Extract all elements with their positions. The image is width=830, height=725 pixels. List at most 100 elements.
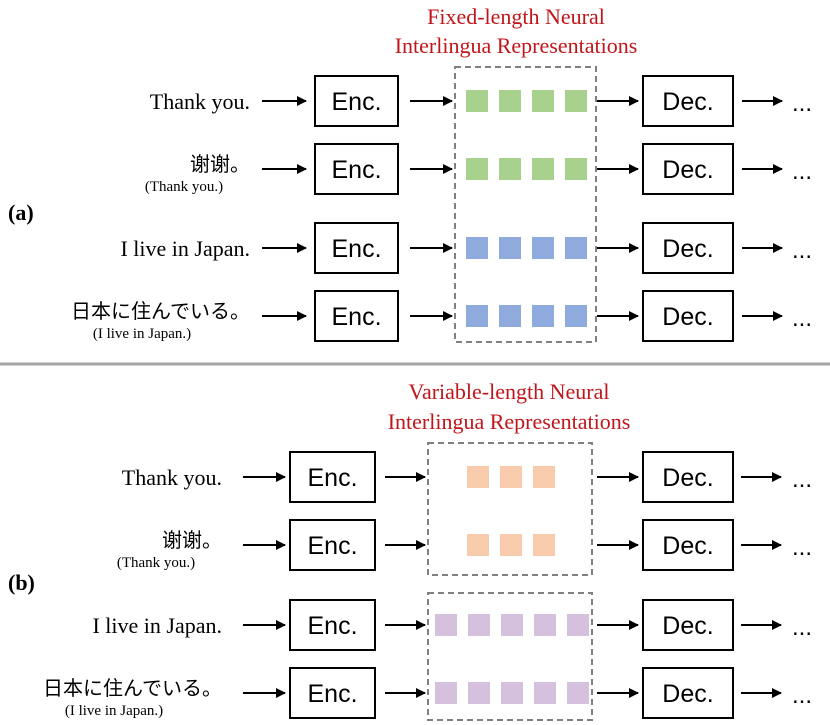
output-ellipsis: ... [792, 466, 812, 493]
encoder-label: Enc. [331, 88, 381, 116]
interlingua-unit [565, 305, 587, 327]
output-ellipsis: ... [792, 237, 812, 264]
interlingua-unit [532, 305, 554, 327]
panel-a-title-line2: Interlingua Representations [395, 33, 638, 58]
decoder-label: Dec. [662, 612, 713, 640]
decoder-label: Dec. [662, 235, 713, 263]
interlingua-unit [466, 90, 488, 112]
interlingua-unit [567, 614, 589, 636]
panel-a-interlingua-box [454, 66, 597, 343]
encoder-label: Enc. [307, 612, 357, 640]
panel-b-interlingua-box-long [427, 592, 593, 721]
encoder-label: Enc. [331, 156, 381, 184]
translation-note: (Thank you.) [117, 555, 195, 571]
decoder-label: Dec. [662, 303, 713, 331]
decoder-box [642, 451, 734, 503]
decoder-box [642, 143, 734, 195]
interlingua-unit [499, 158, 521, 180]
output-ellipsis: ... [792, 90, 812, 117]
panel-a-label: (a) [8, 200, 34, 225]
translation-note: (I live in Japan.) [93, 326, 191, 342]
interlingua-unit [501, 614, 523, 636]
interlingua-unit [501, 682, 523, 704]
encoder-box [289, 599, 376, 651]
interlingua-unit [532, 237, 554, 259]
encoder-label: Enc. [331, 235, 381, 263]
output-ellipsis: ... [792, 682, 812, 709]
input-sentence: Thank you. [122, 465, 222, 490]
pipeline-row: I live in Japan.Enc.Dec.... [92, 599, 812, 651]
interlingua-unit [565, 158, 587, 180]
encoder-box [289, 667, 376, 719]
input-sentence: I live in Japan. [120, 236, 250, 261]
panel-b: Variable-length Neural Interlingua Repre… [8, 379, 812, 721]
pipeline-row: 谢谢。 (Thank you.) Enc. Dec.... [117, 519, 812, 571]
translation-note: (I live in Japan.) [65, 703, 163, 719]
panel-a-rows: Thank you. Enc. Dec.... 谢谢。 (Thank you.) Enc.… [71, 75, 812, 342]
panel-a: Fixed-length Neural Interlingua Represen… [8, 4, 812, 343]
interlingua-unit [499, 237, 521, 259]
interlingua-unit [467, 534, 489, 556]
pipeline-row: 谢谢。 (Thank you.) Enc. Dec.... [145, 143, 812, 195]
panel-b-title-line2: Interlingua Representations [388, 409, 631, 434]
pipeline-row: 日本に住んでいる。 (I live in Japan.) Enc. Dec.... [71, 290, 812, 342]
decoder-label: Dec. [662, 680, 713, 708]
decoder-label: Dec. [662, 88, 713, 116]
decoder-label: Dec. [662, 532, 713, 560]
encoder-box [314, 75, 399, 127]
interlingua-unit [534, 682, 556, 704]
interlingua-unit [532, 90, 554, 112]
decoder-box [642, 519, 734, 571]
interlingua-unit [532, 158, 554, 180]
interlingua-unit [567, 682, 589, 704]
interlingua-unit [468, 682, 490, 704]
pipeline-row: 日本に住んでいる。 (I live in Japan.) Enc. Dec.... [43, 667, 812, 719]
decoder-box [642, 222, 734, 274]
output-ellipsis: ... [792, 534, 812, 561]
decoder-label: Dec. [662, 464, 713, 492]
interlingua-unit [466, 237, 488, 259]
interlingua-unit [466, 305, 488, 327]
pipeline-row: I live in Japan. Enc. Dec.... [120, 222, 812, 274]
interlingua-unit [533, 534, 555, 556]
decoder-box [642, 75, 734, 127]
encoder-box [289, 519, 376, 571]
input-sentence: Thank you. [150, 89, 250, 114]
decoder-box [642, 599, 734, 651]
pipeline-row: Thank you. Enc. Dec.... [150, 75, 812, 127]
pipeline-row: Thank you.Enc.Dec.... [122, 451, 812, 503]
encoder-box [314, 143, 399, 195]
translation-note: (Thank you.) [145, 179, 223, 195]
panel-b-interlingua-box-short [427, 442, 593, 576]
output-ellipsis: ... [792, 158, 812, 185]
encoder-label: Enc. [331, 303, 381, 331]
interlingua-unit [500, 466, 522, 488]
input-sentence: 日本に住んでいる。 [71, 300, 250, 323]
interlingua-unit [500, 534, 522, 556]
input-sentence: 谢谢。 [190, 153, 250, 176]
encoder-box [314, 222, 399, 274]
interlingua-unit [499, 305, 521, 327]
input-sentence: 日本に住んでいる。 [43, 677, 222, 700]
interlingua-unit [533, 466, 555, 488]
input-sentence: 谢谢。 [162, 529, 222, 552]
interlingua-unit [499, 90, 521, 112]
encoder-label: Enc. [307, 532, 357, 560]
interlingua-unit [534, 614, 556, 636]
interlingua-unit [565, 237, 587, 259]
decoder-label: Dec. [662, 156, 713, 184]
panel-b-rows: Thank you.Enc.Dec....谢谢。(Thank you.)Enc.… [43, 451, 812, 719]
encoder-label: Enc. [307, 680, 357, 708]
panel-a-title-line1: Fixed-length Neural [427, 4, 605, 29]
encoder-box [289, 451, 376, 503]
output-ellipsis: ... [792, 305, 812, 332]
interlingua-unit [435, 614, 457, 636]
interlingua-unit [468, 614, 490, 636]
decoder-box [642, 667, 734, 719]
panel-b-title-line1: Variable-length Neural [409, 379, 610, 404]
encoder-box [314, 290, 399, 342]
interlingua-unit [435, 682, 457, 704]
interlingua-unit [467, 466, 489, 488]
interlingua-unit [565, 90, 587, 112]
